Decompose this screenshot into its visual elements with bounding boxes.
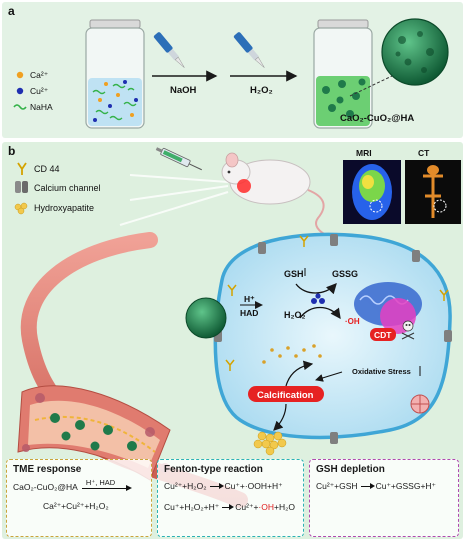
legend-cu: Cu²⁺ xyxy=(30,86,49,96)
legend-hydroxyapatite: Hydroxyapatite xyxy=(34,203,94,213)
fenton-oh: ·OH xyxy=(258,502,275,512)
cd44-icon xyxy=(17,162,27,175)
fenton-line1-right: Cu⁺+·OOH+H⁺ xyxy=(224,481,283,491)
mouse-icon xyxy=(221,152,325,235)
damage-icon xyxy=(410,394,430,414)
calcification-text: Calcification xyxy=(257,390,314,401)
gsh-arrow xyxy=(360,483,375,489)
jar-1 xyxy=(85,19,145,129)
panel-a-label: a xyxy=(8,4,15,18)
h-plus-text: H⁺ xyxy=(244,294,255,304)
gsh-right: Cu⁺+GSSG+H⁺ xyxy=(375,481,437,491)
calcification-arrow xyxy=(285,360,314,387)
hydroxyapatite-arrow xyxy=(273,403,287,431)
syringe-icon xyxy=(155,147,202,171)
reagent-naoh: NaOH xyxy=(170,85,197,96)
legend-calcium-channel: Calcium channel xyxy=(34,183,101,193)
legend-cd44: CD 44 xyxy=(34,164,60,174)
calcium-dots xyxy=(262,344,322,364)
tme-condition: H⁺, HAD xyxy=(85,478,116,487)
nanoparticle-zoom-icon xyxy=(381,18,449,86)
cu-cycle-arrow xyxy=(299,306,341,320)
stress-arrow xyxy=(315,371,343,382)
oxidative-stress-text: Oxidative Stress xyxy=(352,367,411,376)
naha-chain-icon xyxy=(13,104,27,110)
oh-text: ·OH xyxy=(345,317,360,326)
gsh-text: GSH xyxy=(284,269,304,279)
fenton-title: Fenton-type reaction xyxy=(164,464,263,475)
calcification-badge xyxy=(248,386,324,402)
gsh-title: GSH depletion xyxy=(316,464,385,475)
cdt-badge xyxy=(370,328,396,341)
gssg-text: GSSG xyxy=(332,269,358,279)
gsh-depletion-box: GSH depletion Cu²⁺+GSH Cu⁺+GSSG+H⁺ xyxy=(309,459,459,537)
panel-b-label: b xyxy=(8,144,15,158)
ct-label: CT xyxy=(418,148,430,158)
reagent-h2o2: H₂O₂ xyxy=(250,85,273,96)
ca-ion-icon xyxy=(16,71,24,79)
tme-arrow: H⁺, HAD xyxy=(81,478,132,493)
h2o2-text: H₂O₂ xyxy=(284,310,306,320)
jar-2 xyxy=(313,19,373,129)
fenton-line2-left: Cu⁺+H₂O₂+H⁺ xyxy=(164,502,220,512)
fenton-line1-left: Cu²⁺+H₂O₂ xyxy=(164,481,207,491)
fenton-arrow-1 xyxy=(209,483,224,489)
gsh-to-gssg-arrow xyxy=(295,283,337,295)
fenton-line2-right-a: Cu²⁺+ xyxy=(235,502,259,512)
gsh-left: Cu²⁺+GSH xyxy=(316,481,358,491)
tme-reactant: CaO₂-CuO₂@HA xyxy=(13,482,78,492)
legend-naha: NaHA xyxy=(30,102,53,112)
mri-label: MRI xyxy=(356,148,372,158)
tme-title: TME response xyxy=(13,464,82,475)
blood-vessel-section xyxy=(17,385,171,481)
had-text: HAD xyxy=(240,308,258,318)
tme-response-box: TME response CaO₂-CuO₂@HA H⁺, HAD Ca²⁺+C… xyxy=(6,459,152,537)
tme-products: Ca²⁺+Cu²⁺+H₂O₂ xyxy=(43,501,109,511)
calcium-channel-icon xyxy=(15,181,28,193)
nanoparticle-entering-icon xyxy=(185,297,227,339)
legend-ca: Ca²⁺ xyxy=(30,70,49,80)
product-label: CaO₂-CuO₂@HA xyxy=(340,113,414,124)
calcium-channels xyxy=(214,234,452,444)
cu-ion-icon xyxy=(16,87,24,95)
zoom-line xyxy=(349,75,393,97)
fenton-arrow-2 xyxy=(222,504,235,510)
cd44-receptors xyxy=(225,235,449,371)
light-rays xyxy=(119,174,229,226)
hydroxyapatite-icon xyxy=(14,202,28,215)
pipette-1-icon xyxy=(153,32,185,68)
skull-icon xyxy=(401,320,415,340)
cdt-text: CDT xyxy=(374,330,392,340)
pipette-2-icon xyxy=(233,32,265,68)
hydroxyapatite-cluster xyxy=(253,431,287,456)
fenton-reaction-box: Fenton-type reaction Cu²⁺+H₂O₂ Cu⁺+·OOH+… xyxy=(157,459,304,537)
fenton-line2-right-b: +H₂O xyxy=(274,502,296,512)
